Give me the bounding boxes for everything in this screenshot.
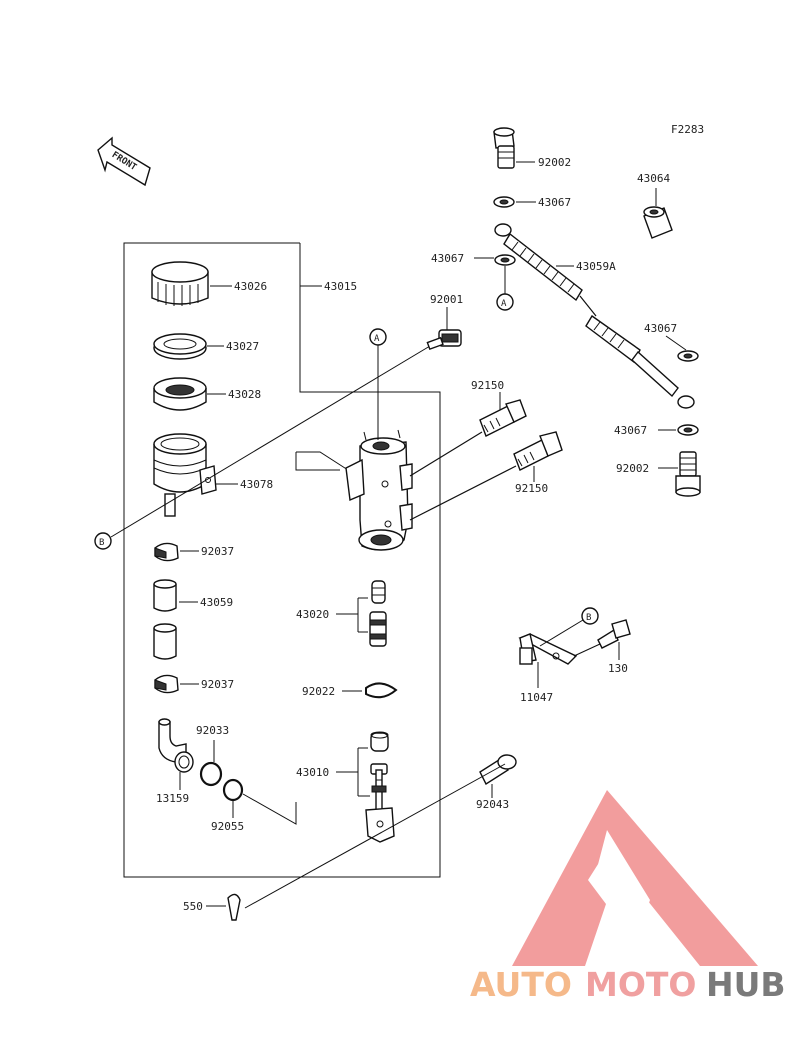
label-92150-1: 92150 <box>471 379 504 392</box>
elbow-fitting <box>158 718 194 773</box>
label-43020: 43020 <box>296 608 329 621</box>
front-arrow-icon: FRONT <box>97 136 151 187</box>
banjo-bolt-lower <box>675 451 701 497</box>
copper-washer-2 <box>494 254 516 266</box>
reservoir-cap <box>151 261 209 306</box>
mounting-bolt-lower <box>513 431 563 471</box>
diaphragm-plate <box>153 333 207 360</box>
ref-a-hose: A <box>496 293 514 311</box>
assembly-frame <box>123 242 441 878</box>
push-rod-assembly <box>365 731 395 843</box>
bracket-bolt <box>597 619 631 649</box>
ref-a-body: A <box>369 328 387 346</box>
label-550: 550 <box>183 900 203 913</box>
master-cylinder-body <box>345 429 413 551</box>
hose-clamp-lower <box>154 674 179 694</box>
label-43067-1: 43067 <box>538 196 571 209</box>
copper-washer-4 <box>677 424 699 436</box>
label-13159: 13159 <box>156 792 189 805</box>
label-43026: 43026 <box>234 280 267 293</box>
label-92001: 92001 <box>430 293 463 306</box>
label-92022: 92022 <box>302 685 335 698</box>
reservoir-bracket <box>518 633 578 665</box>
figure-code: F2283 <box>671 123 704 136</box>
clevis-pin <box>479 754 517 786</box>
spring-piston <box>369 580 387 647</box>
brake-hose <box>494 223 695 409</box>
svg-text:A: A <box>374 334 380 344</box>
mounting-bolt-upper <box>479 399 527 437</box>
triangle-m-logo <box>512 790 758 966</box>
label-43059a: 43059A <box>576 260 616 273</box>
hose-grommet <box>643 206 673 239</box>
label-92033: 92033 <box>196 724 229 737</box>
label-43028: 43028 <box>228 388 261 401</box>
label-43078: 43078 <box>240 478 273 491</box>
diaphragm <box>153 377 207 411</box>
label-92055: 92055 <box>211 820 244 833</box>
label-11047: 11047 <box>520 691 553 704</box>
label-92043: 92043 <box>476 798 509 811</box>
copper-washer-1 <box>493 196 515 208</box>
label-43067-4: 43067 <box>614 424 647 437</box>
ref-b-left: B <box>94 532 112 550</box>
label-92002-bottom: 92002 <box>616 462 649 475</box>
label-43027: 43027 <box>226 340 259 353</box>
copper-washer-3 <box>677 350 699 362</box>
label-43059: 43059 <box>200 596 233 609</box>
label-92150-2: 92150 <box>515 482 548 495</box>
reservoir-hose-upper <box>153 579 177 612</box>
snap-ring <box>365 682 398 699</box>
label-43067-3: 43067 <box>644 322 677 335</box>
label-92002-top: 92002 <box>538 156 571 169</box>
cotter-pin <box>227 893 241 921</box>
label-92037-2: 92037 <box>201 678 234 691</box>
label-43015: 43015 <box>324 280 357 293</box>
svg-text:B: B <box>99 538 104 548</box>
reservoir-tank <box>153 433 217 517</box>
svg-text:A: A <box>501 299 507 309</box>
label-92037-1: 92037 <box>201 545 234 558</box>
watermark-moto: MOTO <box>585 965 696 1004</box>
reservoir-hose-lower <box>153 623 177 660</box>
label-43010: 43010 <box>296 766 329 779</box>
watermark-auto: AUTO <box>470 965 572 1004</box>
label-130: 130 <box>608 662 628 675</box>
label-43067-2: 43067 <box>431 252 464 265</box>
o-ring <box>222 778 244 802</box>
circlip <box>199 761 223 787</box>
watermark-hub: HUB <box>706 965 786 1004</box>
ref-b-bracket: B <box>581 607 599 625</box>
label-43064: 43064 <box>637 172 670 185</box>
svg-text:B: B <box>586 613 591 623</box>
bleed-screw <box>426 329 462 351</box>
hose-clamp-upper <box>154 542 179 562</box>
banjo-bolt-upper <box>493 127 515 169</box>
